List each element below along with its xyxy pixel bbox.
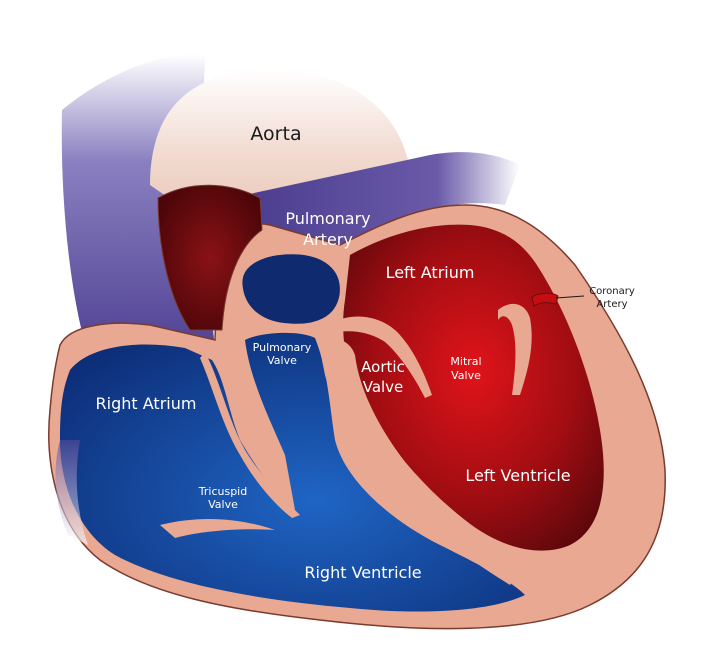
pulmonary-artery-vessel xyxy=(245,152,520,255)
left-heart-chamber xyxy=(343,224,604,551)
right-atrium-label: Right Atrium xyxy=(96,394,197,413)
right-septum-wall xyxy=(200,352,300,518)
tricuspid-valve-label-line1: Tricuspid xyxy=(198,485,247,498)
left-ventricle-label: Left Ventricle xyxy=(465,466,570,485)
tricuspid-valve-leaflet xyxy=(160,518,275,538)
pulmonary-trunk xyxy=(237,249,345,329)
mitral-valve-label-line1: Mitral xyxy=(450,355,481,368)
left-atrium-label: Left Atrium xyxy=(386,263,475,282)
pulmonary-valve-label-line1: Pulmonary xyxy=(253,341,312,354)
right-ventricle-label: Right Ventricle xyxy=(304,563,421,582)
coronary-artery-vessel xyxy=(531,292,559,307)
right-heart-chamber xyxy=(60,332,525,612)
coronary-artery-label-line2: Artery xyxy=(596,299,627,310)
pulmonary-artery-label-line1: Pulmonary xyxy=(285,209,370,228)
tricuspid-valve-label-line2: Valve xyxy=(208,498,238,511)
coronary-artery-label-line1: Coronary xyxy=(589,286,635,297)
pulmonary-artery-label-line2: Artery xyxy=(303,230,353,249)
mitral-valve-label-line2: Valve xyxy=(451,369,481,382)
aortic-valve-label-line1: Aortic xyxy=(361,358,405,376)
aorta-label: Aorta xyxy=(250,123,301,145)
coronary-leader-line xyxy=(555,295,585,299)
inferior-vena-cava xyxy=(55,440,88,545)
mitral-valve-leaflet xyxy=(498,303,532,395)
aortic-valve-label-line2: Valve xyxy=(363,378,404,396)
aortic-root xyxy=(157,184,263,331)
pulmonary-valve-label-line2: Valve xyxy=(267,354,297,367)
aortic-valve-leaflet xyxy=(338,316,432,398)
interventricular-septum xyxy=(318,338,520,585)
